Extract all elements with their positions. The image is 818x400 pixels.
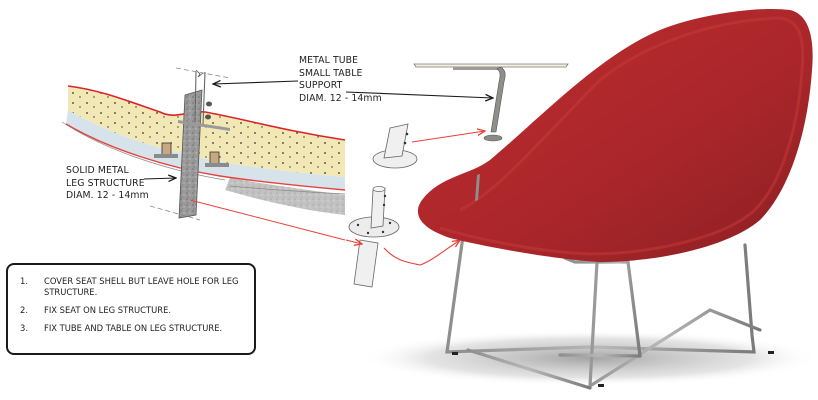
table-tube-callout-line-2: SMALL TABLE [299,67,363,79]
step-number: 2. [20,305,28,315]
table-tube-callout-line-3: SUPPORT [299,80,343,91]
assembly-step: 1. COVER SEAT SHELL BUT LEAVE HOLE FOR L… [20,276,246,298]
cross-section-detail [61,67,346,241]
step-number: 3. [20,323,28,333]
assembly-step: 3. FIX TUBE AND TABLE ON LEG STRUCTURE. [20,323,246,334]
table-mount-arrow [411,131,485,143]
step-text: COVER SEAT SHELL BUT LEAVE HOLE FOR LEG … [44,276,239,297]
chair-shadow [360,330,818,386]
leg-structure-callout-line-1: SOLID METAL [66,165,129,176]
table-tube-callout-line-1: METAL TUBE [299,55,359,66]
leg-mount-arrow [383,240,460,266]
table-mount-flange [372,123,418,169]
small-table [413,63,569,142]
leg-structure-callout-line-2: LEG STRUCTURE [66,177,145,189]
assembly-step: 2. FIX SEAT ON LEG STRUCTURE. [20,305,246,316]
step-text: FIX SEAT ON LEG STRUCTURE. [44,305,172,315]
table-tube-callout: METAL TUBE SMALL TABLE SUPPORT DIAM. 12 … [299,55,382,105]
chair-legs [445,234,762,390]
step-number: 1. [20,276,28,286]
leg-structure-callout: SOLID METAL LEG STRUCTURE DIAM. 12 - 14m… [66,165,149,203]
table-tube-callout-arrow [213,81,299,84]
leg-mount-flange [348,186,400,288]
table-tube-pointer-arrow [345,91,493,98]
table-tube-callout-line-4: DIAM. 12 - 14mm [299,92,382,104]
leg-structure-callout-line-3: DIAM. 12 - 14mm [66,190,149,201]
lounge-chair [360,8,818,390]
leg-insert-arrow [345,240,362,244]
assembly-steps-list: 1. COVER SEAT SHELL BUT LEAVE HOLE FOR L… [20,276,246,341]
step-text: FIX TUBE AND TABLE ON LEG STRUCTURE. [44,323,223,333]
assembly-instructions-box: 1. COVER SEAT SHELL BUT LEAVE HOLE FOR L… [6,263,256,355]
leg-structure-callout-arrow [143,178,176,179]
